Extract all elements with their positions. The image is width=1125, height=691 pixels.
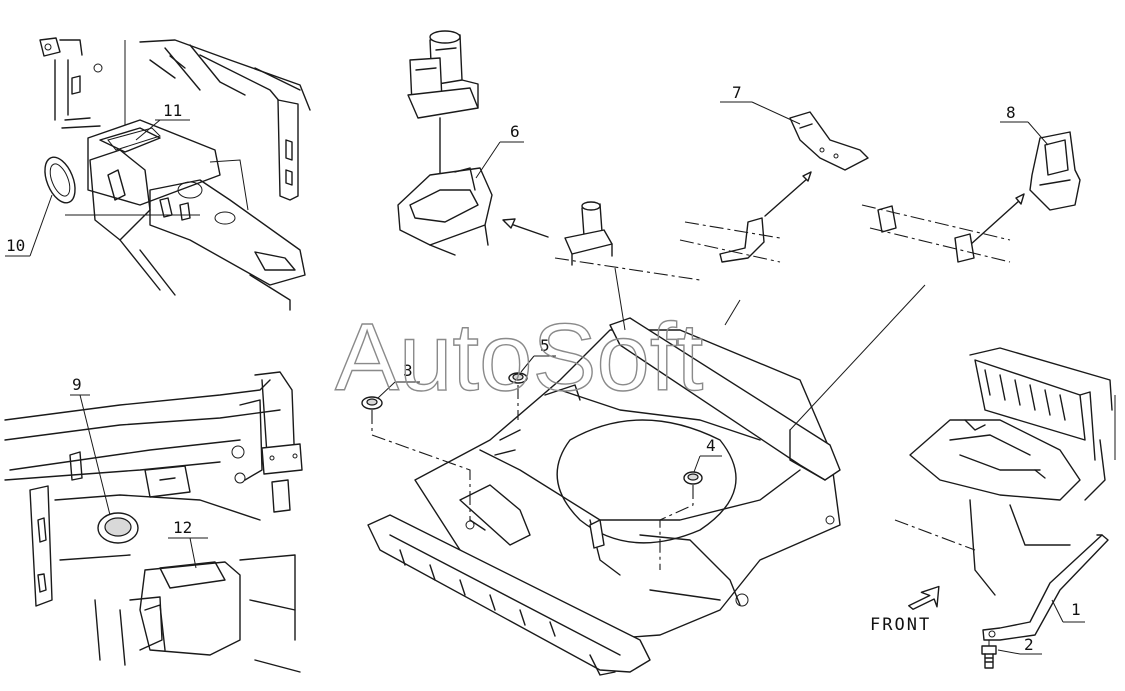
callout-12: 12	[173, 518, 192, 537]
front-label: FRONT	[870, 615, 931, 635]
detail-right	[894, 347, 1116, 669]
callout-5: 5	[540, 336, 550, 355]
part-1-strap	[982, 534, 1109, 641]
callout-numbers: 1 2 3 4 5 6 7 8 9 10 11 12	[6, 83, 1081, 654]
callout-2: 2	[1024, 635, 1034, 654]
callout-7: 7	[732, 83, 742, 102]
part-11-plate	[107, 127, 161, 151]
part-9-round-plug	[97, 512, 139, 544]
watermark: AutoSoft	[335, 304, 703, 411]
callout-3: 3	[403, 361, 413, 380]
part-8-latch	[861, 131, 1081, 263]
part-4-grommet	[683, 471, 703, 485]
callout-9: 9	[72, 375, 82, 394]
detail-top-left	[39, 37, 311, 311]
part-5-grommet	[508, 372, 528, 384]
detail-bottom-left	[4, 371, 303, 673]
callout-11: 11	[163, 101, 182, 120]
callout-4: 4	[706, 436, 716, 455]
part-3-grommet	[361, 396, 383, 410]
jack-assembly	[397, 30, 549, 256]
part-7-bracket	[679, 111, 869, 263]
callout-leaders	[5, 101, 1085, 655]
rear-floor-pan	[361, 267, 926, 676]
part-10-oval-grommet	[44, 156, 76, 204]
part-2-bolt	[981, 640, 997, 669]
callout-1: 1	[1071, 600, 1081, 619]
callout-6: 6	[510, 122, 520, 141]
callout-8: 8	[1006, 103, 1016, 122]
small-jack-bracket	[554, 201, 701, 281]
front-direction-arrow-icon	[908, 585, 940, 611]
callout-10: 10	[6, 236, 25, 255]
